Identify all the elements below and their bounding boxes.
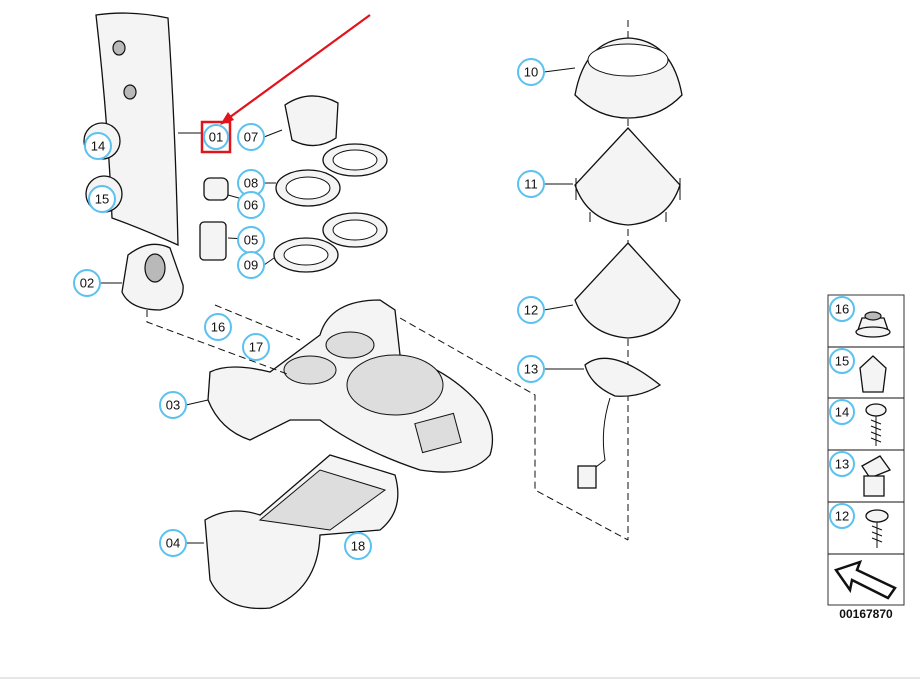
direction-arrow-icon <box>834 559 897 600</box>
svg-text:18: 18 <box>351 539 365 554</box>
svg-text:16: 16 <box>211 320 225 335</box>
callout-12[interactable]: 12 <box>517 296 545 324</box>
drawing-id: 00167870 <box>839 607 893 621</box>
svg-text:07: 07 <box>244 130 258 145</box>
svg-text:11: 11 <box>524 177 538 192</box>
callout-04[interactable]: 04 <box>159 529 187 557</box>
svg-text:02: 02 <box>80 276 94 291</box>
part-switch-panel <box>584 357 662 397</box>
panel-hole <box>123 84 137 100</box>
callout-01[interactable]: 01 <box>203 124 229 150</box>
legend-callout-13[interactable]: 13 <box>829 451 855 477</box>
svg-text:16: 16 <box>835 302 849 317</box>
highlight-box <box>200 120 232 154</box>
svg-text:14: 14 <box>835 405 849 420</box>
callout-09[interactable]: 09 <box>237 251 265 279</box>
svg-text:17: 17 <box>249 340 263 355</box>
callout-03[interactable]: 03 <box>159 391 187 419</box>
legend-callout-12[interactable]: 12 <box>829 503 855 529</box>
svg-text:14: 14 <box>91 139 105 154</box>
highlight-arrow <box>225 14 371 121</box>
callout-16[interactable]: 16 <box>204 313 232 341</box>
svg-text:03: 03 <box>166 398 180 413</box>
callout-07[interactable]: 07 <box>237 123 265 151</box>
part-console-base[interactable] <box>204 454 399 610</box>
part-shift-boot <box>574 127 681 226</box>
callout-10[interactable]: 10 <box>517 58 545 86</box>
callout-02[interactable]: 02 <box>73 269 101 297</box>
part-plug <box>203 177 229 201</box>
callout-14[interactable]: 14 <box>84 132 112 160</box>
legend-callout-16[interactable]: 16 <box>829 296 855 322</box>
svg-text:12: 12 <box>524 303 538 318</box>
callout-06[interactable]: 06 <box>237 191 265 219</box>
panel-hole <box>112 40 126 56</box>
svg-text:10: 10 <box>524 65 538 80</box>
svg-text:06: 06 <box>244 198 258 213</box>
svg-text:13: 13 <box>835 457 849 472</box>
legend-callout-15[interactable]: 15 <box>829 348 855 374</box>
svg-text:13: 13 <box>524 362 538 377</box>
part-shift-boot-inner <box>574 242 681 339</box>
part-cupholder <box>284 95 339 147</box>
svg-text:05: 05 <box>244 233 258 248</box>
callout-15[interactable]: 15 <box>88 185 116 213</box>
callout-08[interactable]: 08 <box>237 169 265 197</box>
callout-18[interactable]: 18 <box>344 532 372 560</box>
part-socket <box>199 221 227 261</box>
callout-17[interactable]: 17 <box>242 333 270 361</box>
callout-13[interactable]: 13 <box>517 355 545 383</box>
svg-text:15: 15 <box>835 354 849 369</box>
svg-text:09: 09 <box>244 258 258 273</box>
legend-panel <box>827 294 905 606</box>
legend-callout-14[interactable]: 14 <box>829 399 855 425</box>
svg-text:12: 12 <box>835 509 849 524</box>
callout-05[interactable]: 05 <box>237 226 265 254</box>
svg-text:08: 08 <box>244 176 258 191</box>
svg-text:01: 01 <box>209 130 223 145</box>
svg-text:15: 15 <box>95 192 109 207</box>
callout-11[interactable]: 11 <box>517 170 545 198</box>
svg-text:04: 04 <box>166 536 180 551</box>
